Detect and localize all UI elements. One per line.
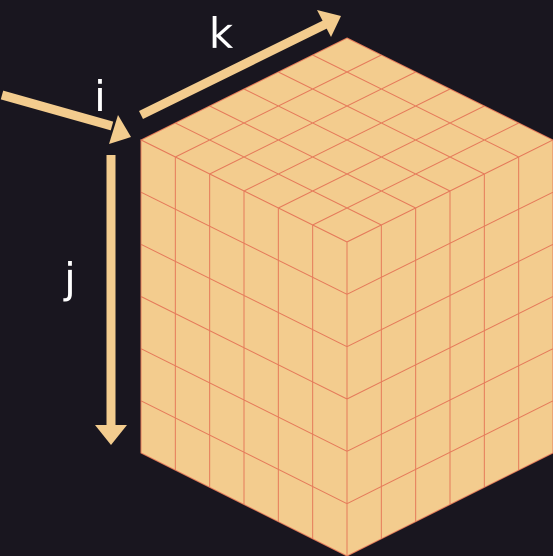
i-axis-arrow [0,90,131,144]
left-grid-line [140,296,348,400]
left-grid-line [140,191,348,295]
j-axis-arrow [95,155,127,445]
axis-labels: i j k [63,9,234,303]
top-grid-line [175,122,382,226]
right-grid-line [346,400,553,505]
i-axis-label: i [94,72,106,121]
axis-arrows [0,10,341,445]
right-grid-line [346,191,553,295]
j-axis-label: j [63,254,76,303]
k-axis-label: k [209,9,234,58]
left-grid-line [140,400,348,505]
right-grid-line [346,243,553,348]
cube [139,37,553,556]
left-grid-line [140,243,348,348]
left-grid-line [140,348,348,452]
right-grid-line [346,348,553,452]
k-axis-arrow [139,10,341,120]
cube-grid-lines [140,54,553,539]
right-grid-line [346,296,553,400]
